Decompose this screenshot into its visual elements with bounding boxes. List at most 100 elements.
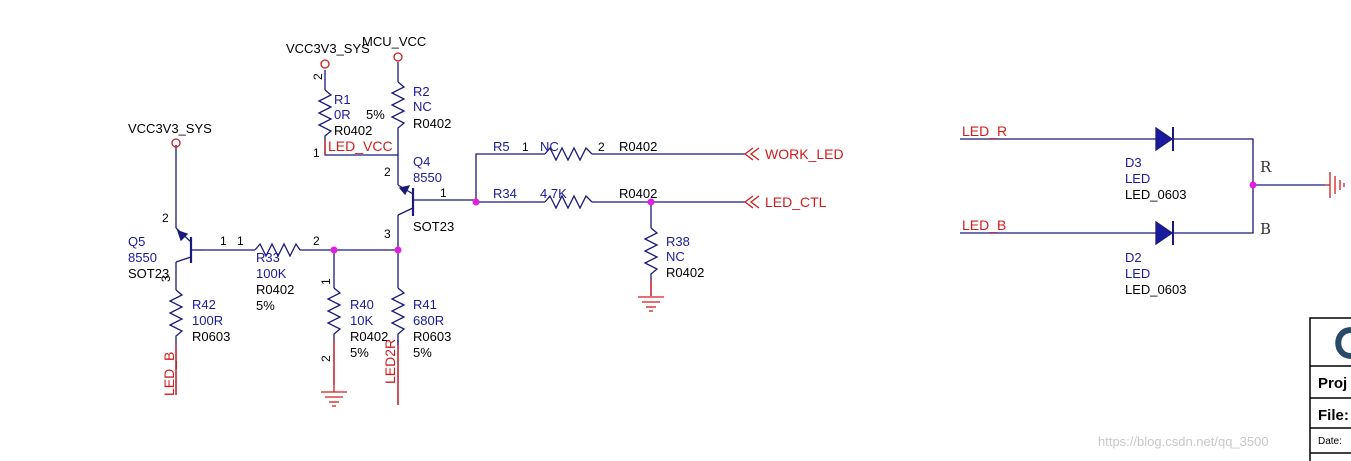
- r2-value: NC: [413, 99, 432, 114]
- title-file: File:: [1318, 407, 1349, 424]
- vcc3v3-left-label: VCC3V3_SYS: [128, 121, 212, 136]
- mcu-vcc-pin: [393, 52, 403, 62]
- r42-body: [168, 289, 184, 345]
- ground-icon: [321, 385, 347, 407]
- q5-value: 8550: [128, 250, 157, 265]
- r40-pin2: 2: [319, 355, 333, 362]
- r1-pin1: 1: [313, 146, 320, 160]
- r40-pin1: 1: [319, 278, 333, 285]
- q5-arrow-icon: [176, 229, 189, 242]
- r2-ref: R2: [413, 84, 430, 99]
- r34-ref: R34: [493, 186, 517, 201]
- diodes: [1155, 126, 1174, 246]
- title-logo-icon: [1335, 327, 1351, 359]
- resistors: [168, 81, 659, 345]
- d2-icon: [1155, 220, 1174, 246]
- led-b-right-net: LED_B: [962, 217, 1006, 233]
- d3-value: LED: [1125, 171, 1150, 186]
- q4-arrow-icon: [398, 185, 411, 196]
- r33-pkg: R0402: [256, 282, 294, 297]
- junctions: [330, 181, 1257, 254]
- r5-pin2: 2: [598, 140, 605, 154]
- led-ctl-net: LED_CTL: [765, 194, 827, 210]
- mcu-vcc-label: MCU_VCC: [362, 34, 426, 49]
- ground-symbols: [321, 172, 1345, 407]
- r5-pkg: R0402: [619, 139, 657, 154]
- r33-pin2: 2: [313, 234, 320, 248]
- rgb-label-b: B: [1260, 220, 1271, 238]
- vcc3v3-top-label: VCC3V3_SYS: [286, 41, 370, 56]
- r42-value: 100R: [192, 313, 223, 328]
- r1-body: [317, 89, 333, 140]
- q4-pin1: 1: [440, 186, 447, 200]
- d2-pkg: LED_0603: [1125, 282, 1186, 297]
- r40-body: [326, 287, 342, 340]
- q5-pin3: 3: [159, 275, 173, 282]
- r2-pkg: R0402: [413, 116, 451, 131]
- vcc3v3-left-pin: [171, 138, 181, 148]
- r5-value: NC: [540, 139, 559, 154]
- q4-pkg: SOT23: [413, 219, 454, 234]
- title-project: Proj: [1318, 375, 1347, 392]
- work-led-flag-icon: [743, 147, 754, 161]
- r41-value: 680R: [413, 313, 444, 328]
- q4-pin3: 3: [384, 227, 391, 241]
- r38-value: NC: [666, 249, 685, 264]
- r5-pin1: 1: [522, 140, 529, 154]
- q4-symbol: [397, 184, 415, 216]
- r38-body: [643, 227, 659, 280]
- r40-pkg: R0402: [350, 329, 388, 344]
- q4-pin2: 2: [384, 165, 391, 179]
- q5-symbol: [175, 227, 205, 263]
- d2-ref: D2: [1125, 250, 1142, 265]
- r1-pkg: R0402: [334, 123, 372, 138]
- r2-body: [390, 81, 406, 130]
- r34-value: 4.7K: [540, 186, 567, 201]
- watermark: https://blog.csdn.net/qq_3500: [1098, 434, 1269, 449]
- vcc3v3-top-pin: [320, 59, 330, 69]
- net-flags: [743, 147, 760, 209]
- r1-pin2: 2: [311, 73, 325, 80]
- q5-base-pin1: 1: [220, 234, 227, 248]
- r41-ref: R41: [413, 297, 437, 312]
- r33-ref: R33: [256, 250, 280, 265]
- r5-body: [544, 146, 593, 162]
- q5-pkg: SOT23: [128, 266, 169, 281]
- d3-icon: [1155, 126, 1174, 152]
- r34-pkg: R0402: [619, 186, 657, 201]
- r40-tol: 5%: [350, 345, 369, 360]
- r33-body: [254, 242, 301, 258]
- power-stubs: [171, 52, 652, 405]
- led-ctl-flag-icon: [743, 195, 754, 209]
- work-led-net: WORK_LED: [765, 146, 844, 162]
- r41-tol: 5%: [413, 345, 432, 360]
- r1-value: 0R: [334, 107, 351, 122]
- r42-pkg: R0603: [192, 329, 230, 344]
- r41-body: [390, 287, 406, 345]
- d3-pkg: LED_0603: [1125, 187, 1186, 202]
- q4-ref: Q4: [413, 154, 430, 169]
- rgb-label-r: R: [1260, 158, 1272, 176]
- led2r-net: LED2R: [382, 339, 398, 384]
- d2-value: LED: [1125, 266, 1150, 281]
- ground-icon: [1325, 172, 1345, 198]
- r33-value: 100K: [256, 266, 287, 281]
- led-r-net: LED_R: [962, 123, 1007, 139]
- r38-pkg: R0402: [666, 265, 704, 280]
- title-block: [1309, 317, 1351, 461]
- led-vcc-net: LED_VCC: [328, 138, 393, 154]
- title-date: Date:: [1318, 436, 1342, 447]
- r1-ref: R1: [334, 92, 351, 107]
- q4-value: 8550: [413, 170, 442, 185]
- r38-ref: R38: [666, 234, 690, 249]
- ground-icon: [638, 296, 664, 312]
- r42-ref: R42: [192, 297, 216, 312]
- r40-ref: R40: [350, 297, 374, 312]
- q5-ref: Q5: [128, 234, 145, 249]
- r34-body: [544, 194, 593, 210]
- r1-tol: 5%: [366, 107, 385, 122]
- r33-pin1: 1: [237, 234, 244, 248]
- q5-pin2: 2: [162, 211, 169, 225]
- d3-ref: D3: [1125, 155, 1142, 170]
